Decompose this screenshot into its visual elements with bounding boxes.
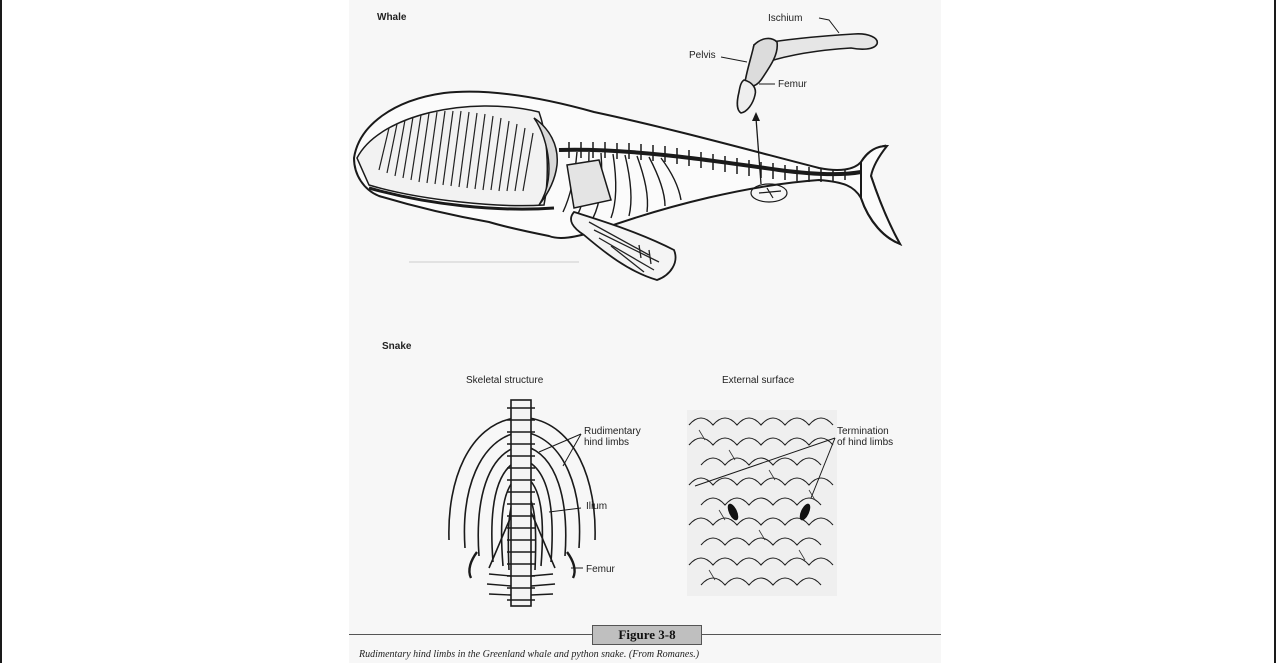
textbook-page: Whale Ischium Pelvis Femur (349, 0, 941, 663)
termination-label-line1: Termination (837, 426, 889, 437)
skeletal-structure-title: Skeletal structure (466, 375, 543, 386)
snake-illustrations (349, 0, 941, 620)
snake-skin-surface (687, 410, 837, 596)
external-surface-title: External surface (722, 375, 794, 386)
termination-label-line2: of hind limbs (837, 437, 893, 448)
figure-number: Figure 3-8 (592, 625, 702, 645)
snake-heading: Snake (382, 341, 411, 352)
ilium-label: Ilium (586, 501, 607, 512)
femur-snake-label: Femur (586, 564, 615, 575)
snake-left-hind-limb (469, 552, 477, 578)
figure-caption: Rudimentary hind limbs in the Greenland … (359, 649, 699, 660)
snake-vertebral-column (511, 400, 531, 606)
rudimentary-label-line2: hind limbs (584, 437, 629, 448)
snake-right-hind-limb (567, 552, 575, 578)
rudimentary-label-line1: Rudimentary (584, 426, 641, 437)
